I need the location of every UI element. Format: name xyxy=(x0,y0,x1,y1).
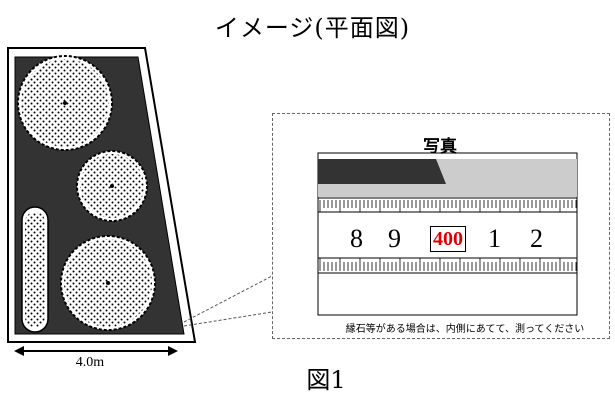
ruler-band-dark xyxy=(318,159,446,184)
ruler-numbers: 8 9 400 1 2 xyxy=(320,222,580,262)
ruler-number-9: 9 xyxy=(388,224,401,253)
callout-line-top xyxy=(183,275,273,323)
shrub-bottom xyxy=(60,235,156,331)
shrub-middle xyxy=(76,150,148,222)
shrub-top xyxy=(17,55,113,151)
figure-label: 図1 xyxy=(306,366,346,394)
photo-callout-frame xyxy=(272,113,610,339)
hedge-elongated xyxy=(21,206,49,333)
ruler-number-2: 2 xyxy=(530,224,543,253)
ruler-ticks-top xyxy=(319,200,577,212)
photo-title: 写真 xyxy=(423,137,457,157)
callout-line-bottom xyxy=(183,311,273,327)
width-label: 4.0m xyxy=(75,355,105,370)
ruler-number-1: 1 xyxy=(488,224,501,253)
ruler-ticks-bottom xyxy=(319,258,577,271)
width-dimension-arrow xyxy=(14,346,178,356)
diagram-title: イメージ(平面図) xyxy=(214,14,411,42)
ruler-number-8: 8 xyxy=(350,224,363,253)
ruler-number-400: 400 xyxy=(430,226,466,252)
photo-caption: 縁石等がある場合は、内側にあてて、測ってください xyxy=(345,324,585,335)
